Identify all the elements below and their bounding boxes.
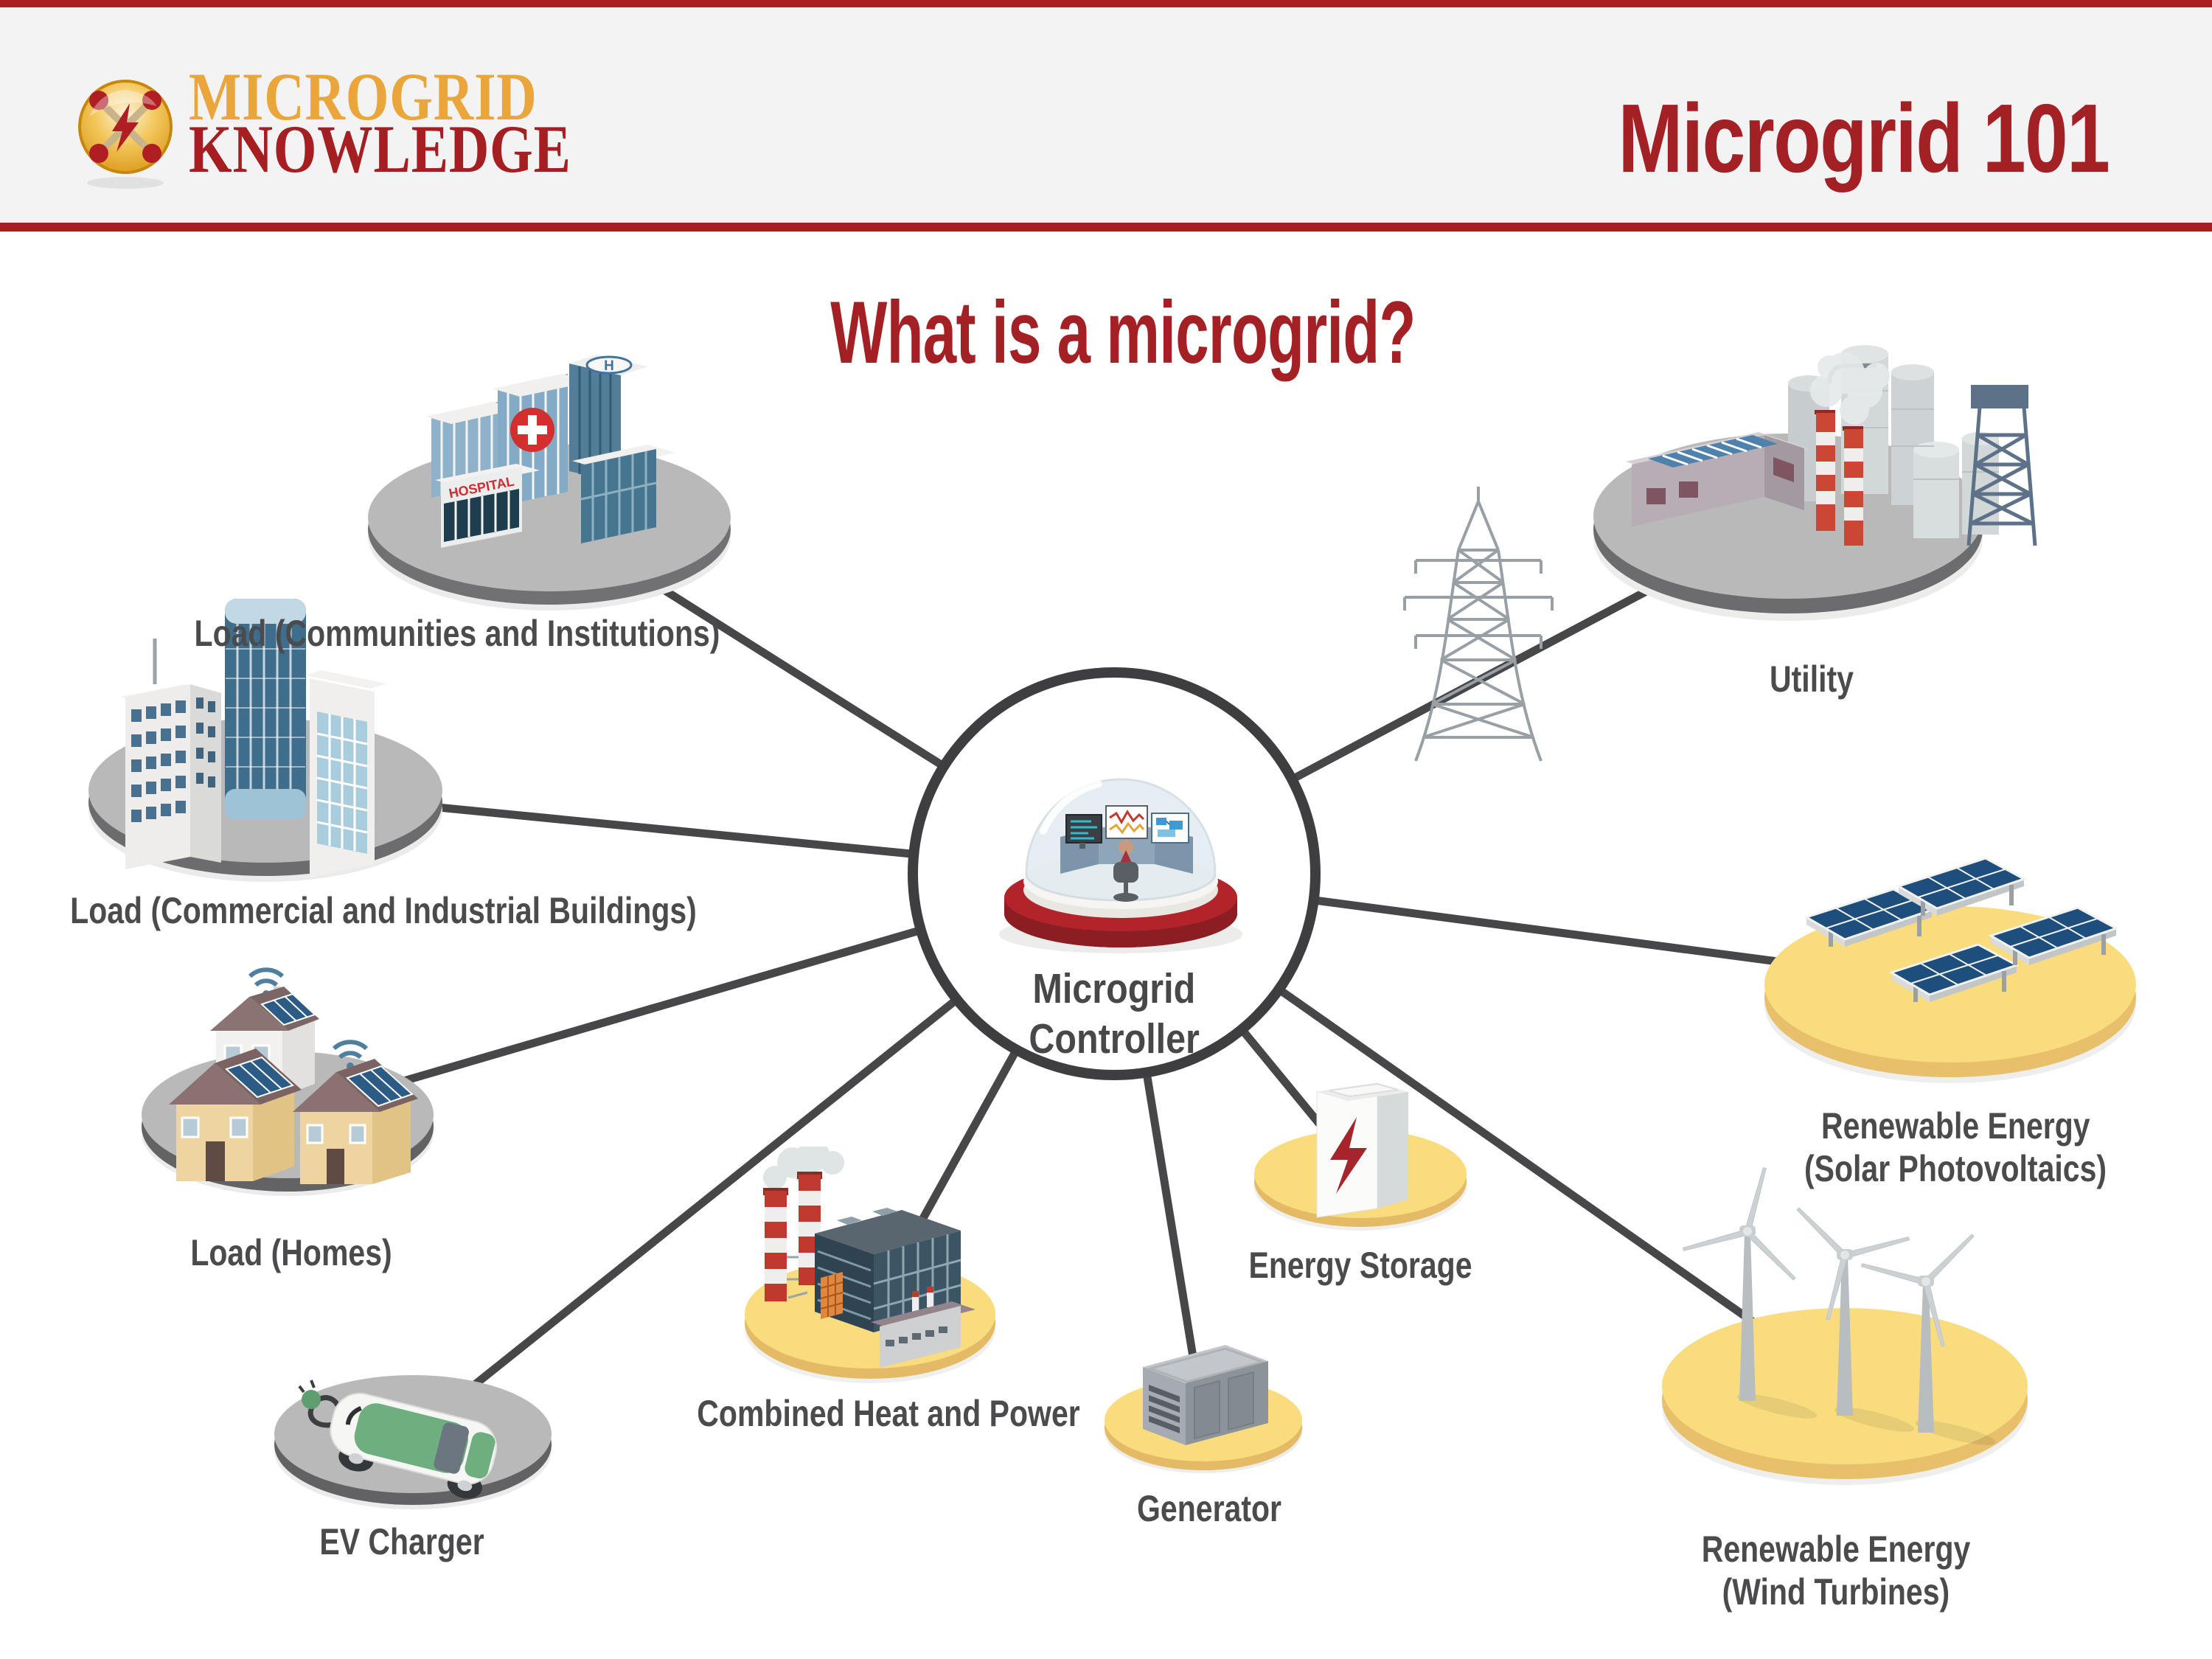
top-red-bar [0,0,2212,7]
monitor-left [1065,814,1102,849]
label-load-homes: Load (Homes) [190,1232,392,1273]
node-load-homes [129,951,446,1261]
node-renewable-solar [1755,833,2146,1158]
utility-plant-illustration [1593,345,2037,621]
hospital-illustration: H HOSPITAL [368,355,731,611]
page-title: Microgrid 101 [1618,84,2110,192]
lightning-bolt-icon [1330,1117,1367,1194]
node-utility [1567,302,2053,686]
striped-chimneys [1815,410,1863,546]
logo-line1: MICROGRID [189,59,538,134]
smoke [1810,352,1890,425]
solar-array [1896,857,2027,916]
label-generator: Generator [1137,1488,1281,1529]
control-room-illustration [999,778,1242,953]
commercial-buildings-illustration [88,599,442,882]
logo-line2: KNOWLEDGE [189,111,571,187]
solar-array [1804,888,1935,947]
label-renewable-solar: Renewable Energy (Solar Photovoltaics) [1804,1105,2107,1189]
monitor-right [1151,813,1189,844]
header-band [0,7,2212,223]
homes-illustration [142,967,434,1196]
microgrid-knowledge-logo-icon [78,80,173,189]
solar-array [1888,943,2020,1002]
solar-panels-illustration [1764,857,2136,1083]
header-red-rule [0,223,2212,232]
wifi-icon [332,1040,369,1060]
battery-illustration [1254,1082,1467,1231]
ev-car-illustration [274,1375,552,1509]
solar-array [1988,906,2119,965]
transmission-tower-illustration [1403,487,1554,762]
chp-plant-illustration [745,1139,995,1383]
ev-car [330,1392,498,1499]
monitor-center [1105,805,1148,839]
wind-turbines-illustration [1662,1166,2028,1485]
node-renewable-wind [1652,1139,2042,1486]
wind-turbine [1796,1207,1910,1416]
label-utility: Utility [1770,658,1854,700]
wind-turbine [1682,1166,1796,1401]
label-load-communities: Load (Communities and Institutions) [194,613,720,654]
label-load-commercial: Load (Commercial and Industrial Building… [70,890,697,931]
node-generator [1091,1320,1320,1489]
transmission-tower [1364,472,1593,774]
label-renewable-wind: Renewable Energy (Wind Turbines) [1701,1528,1971,1613]
logo-wordmark: MICROGRID KNOWLEDGE [189,59,655,187]
truss-structure [1966,406,2037,546]
generator-illustration [1105,1345,1302,1473]
label-energy-storage: Energy Storage [1248,1245,1472,1286]
node-load-commercial [74,568,450,922]
microgrid-controller-hub: Microgrid Controller [908,667,1321,1080]
label-chp: Combined Heat and Power [697,1393,1080,1434]
node-energy-storage [1246,1043,1475,1265]
node-load-communities: H HOSPITAL [347,306,737,638]
controller-label: Microgrid Controller [1029,965,1200,1062]
charging-plug-icon [302,1390,321,1409]
wifi-icon [248,967,285,987]
headline: What is a microgrid? [830,283,1416,382]
operator [1113,840,1138,902]
plant-building [1626,432,1810,526]
node-ev-charger [265,1320,560,1563]
node-combined-heat-and-power [726,1139,1014,1434]
wind-turbine [1860,1234,1975,1433]
helipad-letter: H [604,358,614,374]
label-ev-charger: EV Charger [319,1521,484,1562]
